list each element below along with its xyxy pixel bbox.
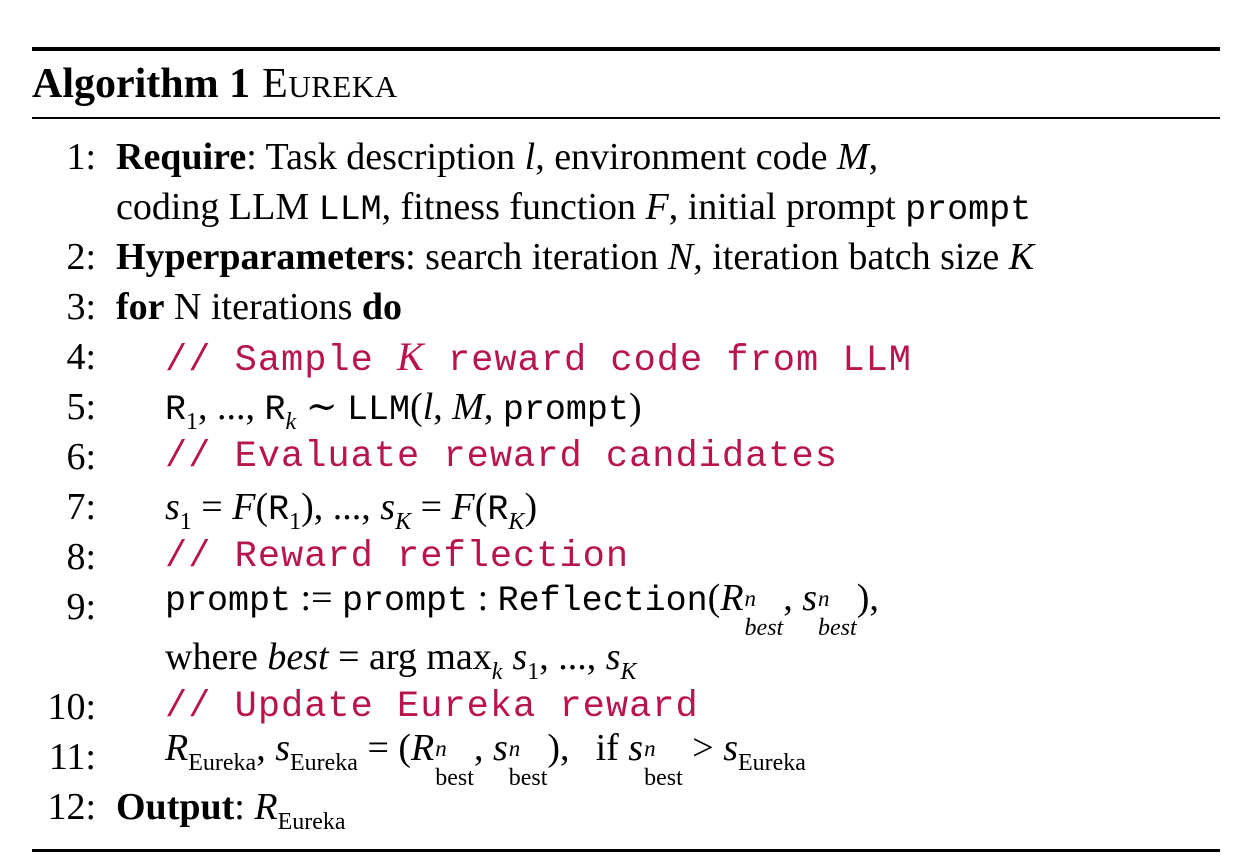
comment-line: // Update Eureka reward bbox=[165, 686, 699, 728]
line-content: coding LLM LLM, fitness function F, init… bbox=[116, 185, 1032, 230]
bottom-rule bbox=[32, 849, 1220, 852]
line-number: 12: bbox=[47, 786, 96, 828]
line-number: 7: bbox=[66, 486, 96, 528]
line-number: 3: bbox=[66, 286, 96, 328]
line-number: 8: bbox=[66, 536, 96, 578]
line-content: Require: Task description l, environment… bbox=[116, 136, 879, 178]
comment-line: // Reward reflection bbox=[165, 536, 630, 578]
title-rule bbox=[32, 117, 1220, 119]
comment-line: // Evaluate reward candidates bbox=[165, 436, 838, 478]
line-number: 11: bbox=[48, 736, 96, 778]
top-rule bbox=[32, 47, 1220, 51]
line-number: 1: bbox=[66, 136, 96, 178]
line-number: 4: bbox=[66, 336, 96, 378]
algorithm-title: Algorithm 1 EUREKA bbox=[32, 52, 398, 116]
line-content: Hyperparameters: search iteration N, ite… bbox=[116, 236, 1035, 278]
line-number: 2: bbox=[66, 236, 96, 278]
algorithm-label: Algorithm 1 bbox=[32, 61, 251, 107]
line-content: for N iterations do bbox=[116, 286, 403, 328]
comment-line: // Sample K reward code from LLM bbox=[165, 333, 913, 382]
line-number: 5: bbox=[66, 386, 96, 428]
line-number: 10: bbox=[47, 686, 96, 728]
line-number: 9: bbox=[66, 586, 96, 628]
line-number: 6: bbox=[66, 436, 96, 478]
algorithm-name: EUREKA bbox=[262, 61, 398, 107]
